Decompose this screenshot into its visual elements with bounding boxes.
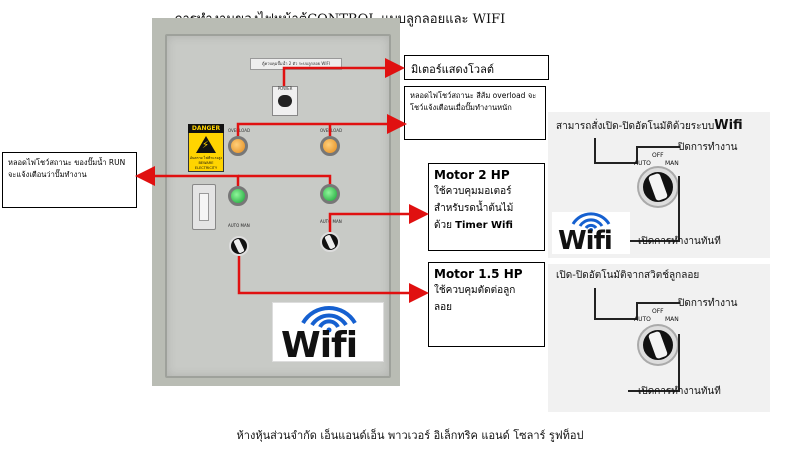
callout-motor-2hp-line3-text: ด้วย (434, 220, 452, 231)
photo-wifi-heading-wifi: Wifi (714, 118, 743, 133)
photo-float-leader-man-h (628, 390, 680, 392)
photo-wifi-off: OFF (652, 152, 664, 159)
callout-motor-2hp-line2: สำหรับรดน้ำต้นไม้ (434, 203, 514, 214)
callout-motor-1-5hp: Motor 1.5 HP ใช้ควบคุมตัดต่อลูก ลอย (428, 262, 545, 347)
photo-float-off-label: ปิดการทำงาน (678, 298, 738, 309)
photo-wifi-signal-icon (571, 212, 611, 232)
photo-float-heading: เปิด-ปิดอัตโนมัติจากสวิตช์ลูกลอย (556, 270, 700, 281)
photo-wifi-man-label: เปิดการทำงานทันที (638, 236, 721, 247)
photo-float-auto: AUTO (634, 316, 651, 323)
photo-wifi-leader-auto (594, 138, 596, 162)
callout-run-lamp-text: หลอดไฟโชว์สถานะ ของปั๊มน้ำ RUN จะแจ้งเตื… (8, 158, 126, 179)
photo-wifi-leader-man (678, 176, 680, 240)
lamp-caption-overload-2: OVERLOAD (319, 128, 343, 133)
callout-voltmeter: มิเตอร์แสดงโวลต์ (404, 55, 549, 80)
photo-float-leader-auto-h (594, 318, 638, 320)
photo-wifi-leader-off (636, 146, 638, 162)
callout-run-lamp: หลอดไฟโชว์สถานะ ของปั๊มน้ำ RUN จะแจ้งเตื… (2, 152, 137, 208)
selector-2-man: MAN (332, 219, 342, 224)
photo-wifi-leader-auto-h (594, 162, 638, 164)
photo-wifi-leader-man-h (628, 240, 680, 242)
photo-float-man-label: เปิดการทำงานทันที (638, 386, 721, 397)
photo-wifi-leader-off-h (636, 146, 680, 148)
callout-motor-1-5hp-title: Motor 1.5 HP (434, 267, 523, 281)
selector-2-auto: AUTO (320, 219, 332, 224)
callout-motor-1-5hp-line2: ลอย (434, 302, 452, 313)
wifi-logo-text: Wifi (281, 325, 358, 366)
photo-float-leader-off-h (636, 302, 680, 304)
callout-motor-2hp-line1: ใช้ควบคุมมอเตอร์ (434, 186, 512, 197)
photo-wifi-off-label: ปิดการทำงาน (678, 142, 738, 153)
overload-lamp-2 (320, 136, 340, 156)
run-lamp-1 (228, 186, 248, 206)
photo-wifi-heading-text: สามารถสั่งเปิด-ปิดอัตโนมัติด้วยระบบ (556, 121, 715, 132)
danger-sign-title: DANGER (188, 124, 224, 133)
lightning-bolt-icon: ⚡ (202, 140, 210, 151)
run-lamp-2 (320, 184, 340, 204)
voltmeter-label: POWER (277, 86, 293, 91)
danger-sign-text: อันตราย ไฟฟ้าแรงสูง BEWARE ELECTRICITY (189, 156, 223, 170)
selector-1-caption: AUTO MAN (228, 223, 262, 228)
callout-motor-2hp-timer: Timer Wifi (455, 220, 513, 231)
photo-wifi-logo-text: Wifi (558, 226, 613, 256)
wifi-signal-icon (301, 305, 357, 333)
callout-motor-1-5hp-line1: ใช้ควบคุมตัดต่อลูก (434, 285, 516, 296)
overload-lamp-1 (228, 136, 248, 156)
selector-1-man: MAN (240, 223, 250, 228)
callout-motor-2hp: Motor 2 HP ใช้ควบคุมมอเตอร์ สำหรับรดน้ำต… (428, 163, 545, 251)
photo-float-leader-off (636, 302, 638, 318)
photo-float-leader-auto (594, 288, 596, 318)
company-footer: ห้างหุ้นส่วนจำกัด เอ็นแอนด์เอ็น พาวเวอร์… (236, 429, 584, 442)
wifi-logo-cabinet: Wifi (272, 302, 384, 366)
photo-wifi-man: MAN (665, 160, 679, 167)
voltmeter-display (278, 95, 292, 107)
callout-motor-2hp-line3: ด้วย Timer Wifi (434, 217, 539, 234)
cabinet-nameplate: ตู้ควบคุมปั๊มน้ำ 2 ตัว ระบบลูกลอย WIFI (250, 58, 342, 70)
photo-float-leader-man (678, 334, 680, 390)
callout-voltmeter-text: มิเตอร์แสดงโวลต์ (411, 63, 494, 76)
photo-wifi-logo: Wifi (552, 212, 630, 256)
warning-triangle-icon (196, 136, 216, 153)
callout-overload-lamp: หลอดไฟโชว์สถานะ สีส้ม overload จะโชว์แจ้… (404, 86, 546, 140)
door-latch (192, 184, 216, 230)
photo-wifi-auto: AUTO (634, 160, 651, 167)
door-latch-handle (199, 193, 209, 221)
callout-motor-2hp-title: Motor 2 HP (434, 168, 510, 182)
callout-overload-lamp-text: หลอดไฟโชว์สถานะ สีส้ม overload จะโชว์แจ้… (410, 91, 537, 112)
selector-1-auto: AUTO (228, 223, 240, 228)
photo-float-off: OFF (652, 308, 664, 315)
photo-float-man: MAN (665, 316, 679, 323)
lamp-caption-overload-1: OVERLOAD (227, 128, 251, 133)
photo-wifi-heading: สามารถสั่งเปิด-ปิดอัตโนมัติด้วยระบบWifi (556, 118, 743, 134)
selector-2-caption: AUTO MAN (320, 219, 354, 224)
